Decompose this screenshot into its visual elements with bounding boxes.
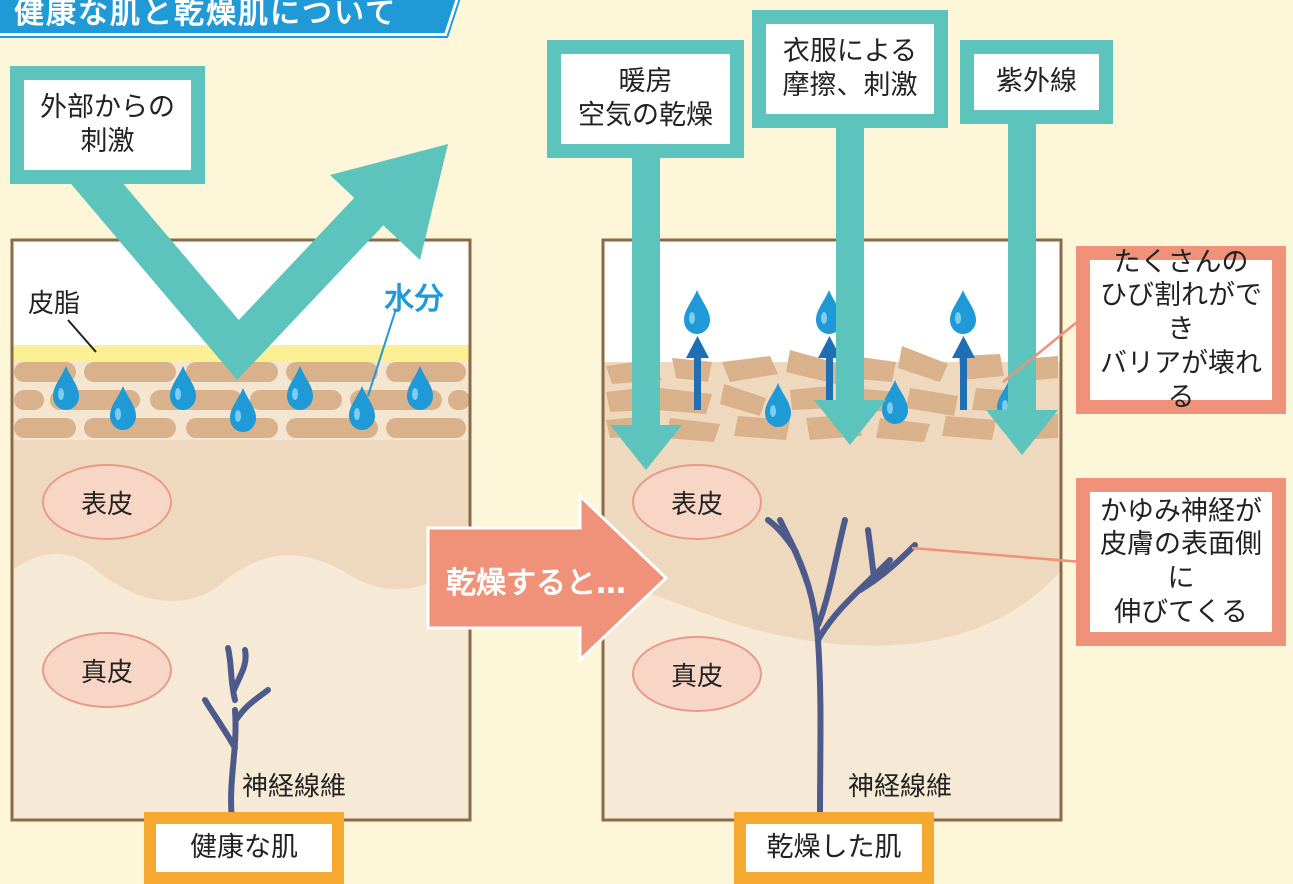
dermis-label-healthy: 真皮 (42, 632, 172, 708)
cracks-leader-line (1002, 317, 1083, 383)
itch-nerve-callout: かゆみ神経が 皮膚の表面側に 伸びてくる (1076, 478, 1286, 646)
stimulus-down-arrows (610, 110, 1058, 470)
nerve-fiber-dry (765, 517, 918, 818)
heating-callout: 暖房 空気の乾燥 (547, 40, 744, 158)
dry-skin-caption: 乾燥した肌 (734, 812, 934, 884)
uv-callout: 紫外線 (960, 40, 1113, 124)
clothing-callout: 衣服による 摩擦、刺激 (752, 10, 948, 128)
stimulus-reflect-arrow (44, 127, 448, 380)
epidermis-label-dry: 表皮 (632, 464, 762, 540)
water-leader-line (367, 311, 396, 397)
sebum-leader-line (67, 319, 97, 353)
transition-arrow (426, 492, 669, 664)
water-label: 水分 (384, 282, 444, 317)
sebum-label: 皮脂 (28, 289, 81, 319)
page-title: 健康な肌と乾燥肌について (14, 0, 398, 31)
nerve-label-dry: 神経線維 (848, 772, 953, 802)
nerve-label-healthy: 神経線維 (242, 772, 347, 802)
epidermis-label-healthy: 表皮 (42, 464, 172, 540)
dermis-label-dry: 真皮 (632, 636, 762, 712)
cracks-callout: たくさんの ひび割れができ バリアが壊れる (1076, 246, 1286, 414)
nerve-fiber-healthy (202, 645, 271, 820)
healthy-skin-caption: 健康な肌 (144, 812, 344, 884)
itch-leader-line (911, 546, 1083, 564)
water-evaporating (684, 290, 1023, 427)
transition-label: 乾燥すると… (446, 566, 626, 601)
external-stimulus-callout: 外部からの 刺激 (10, 66, 205, 184)
dry-skin-panel (603, 240, 1061, 820)
